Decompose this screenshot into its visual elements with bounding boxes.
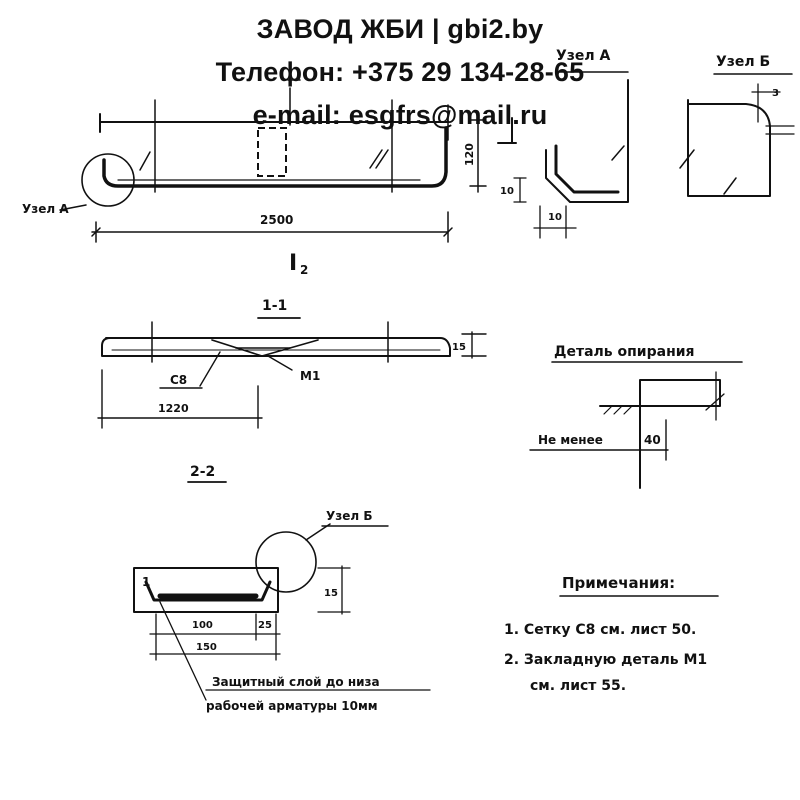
min-label: Не менее xyxy=(538,433,603,447)
phone-line: Телефон: +375 29 134-28-65 xyxy=(215,57,585,87)
section-mark-sub: 2 xyxy=(300,263,308,277)
embed-label: М1 xyxy=(300,369,320,383)
dim-height: 120 xyxy=(463,143,476,166)
dim-length: 2500 xyxy=(260,213,293,227)
email-line: e-mail: esgfrs@mail.ru xyxy=(252,100,548,130)
node-a-title: Узел А xyxy=(556,48,611,64)
cover-note-2: рабочей арматуры 10мм xyxy=(206,699,378,713)
dim-total: 150 xyxy=(196,642,217,653)
node-a-dim-h: 10 xyxy=(548,212,562,223)
section-1-title: 1-1 xyxy=(262,298,287,314)
section-2-dim-height: 15 xyxy=(324,588,338,599)
factory-title: ЗАВОД ЖБИ | gbi2.by xyxy=(256,14,544,44)
min-value: 40 xyxy=(644,433,661,447)
note-item-2-cont: см. лист 55. xyxy=(530,678,626,694)
notes-block: Примечания: 1. Сетку С8 см. лист 50. 2. … xyxy=(504,574,719,694)
section-mark: I xyxy=(289,251,297,276)
support-detail: Деталь опирания Не менее 40 xyxy=(529,344,743,489)
dim-edge: 25 xyxy=(258,620,272,631)
node-b-dim: 3 xyxy=(772,88,779,99)
section-2-2: 2-2 1 Узел Б 15 100 25 150 Защитный слой… xyxy=(133,464,431,713)
section-1-1: 1-1 С8 М1 1220 15 xyxy=(97,298,487,429)
dim-thickness: 15 xyxy=(452,342,466,353)
slab-plan-view: Узел А 2500 120 I 2 xyxy=(22,79,487,277)
dim-width: 1220 xyxy=(158,402,189,415)
node-a-dim-v: 10 xyxy=(500,186,514,197)
node-b-title: Узел Б xyxy=(716,54,770,70)
node-b-callout: Узел Б xyxy=(326,509,372,523)
node-a-callout: Узел А xyxy=(22,202,69,216)
section-2-title: 2-2 xyxy=(190,464,215,480)
note-item-2: 2. Закладную деталь М1 xyxy=(504,652,707,668)
node-a-detail: Узел А 10 10 xyxy=(497,48,629,239)
support-title: Деталь опирания xyxy=(554,344,695,360)
bar-label: 1 xyxy=(142,575,150,589)
mesh-label: С8 xyxy=(170,373,187,387)
dim-inner: 100 xyxy=(192,620,213,631)
note-item-1: 1. Сетку С8 см. лист 50. xyxy=(504,622,696,638)
notes-title: Примечания: xyxy=(562,574,675,592)
cover-note-1: Защитный слой до низа xyxy=(212,675,380,689)
node-b-detail: Узел Б 3 xyxy=(679,54,795,197)
